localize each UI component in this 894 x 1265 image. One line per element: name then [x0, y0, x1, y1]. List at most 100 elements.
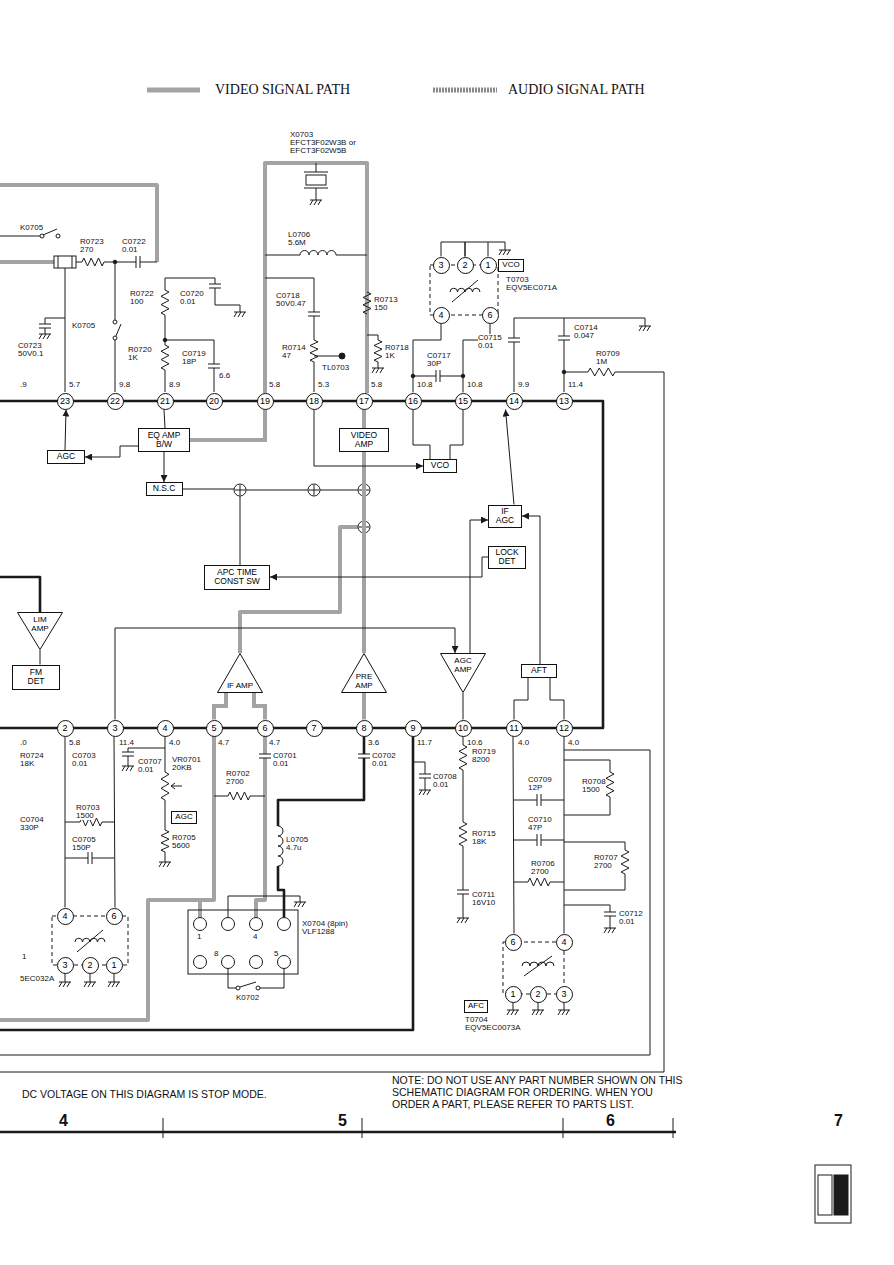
part-label: 2700	[531, 868, 549, 876]
voltage-value: 10.8	[417, 381, 433, 389]
ic-pin: 11	[506, 720, 523, 737]
tuning-arrow	[524, 956, 552, 976]
part-label: C0701	[273, 752, 297, 760]
part-label: 0.01	[138, 766, 154, 774]
adder-symbol	[235, 485, 369, 532]
node-text: 14	[509, 394, 519, 409]
part-label: 30P	[427, 360, 441, 368]
connector	[413, 410, 430, 460]
filter-symbol	[54, 256, 76, 268]
wire	[541, 800, 564, 801]
connector	[514, 678, 528, 720]
node-text: 6	[111, 909, 116, 924]
ground-symbol	[122, 766, 134, 771]
switch-contact	[56, 234, 60, 238]
capacitor-symbol	[419, 774, 431, 778]
part-label: 330P	[20, 824, 39, 832]
wire	[564, 797, 610, 815]
node-text: 9	[410, 721, 415, 736]
part-label: R0708	[582, 778, 606, 786]
ic-pin: 23	[57, 393, 74, 410]
resistor-symbol	[310, 340, 318, 362]
node-text: 3	[438, 258, 443, 273]
crystal-symbol	[304, 172, 328, 188]
node-text: N.S.C	[153, 484, 176, 493]
wire	[514, 342, 515, 392]
wire	[463, 736, 464, 745]
voltage-value: 4.0	[518, 739, 529, 747]
node-text: PRE AMP	[349, 672, 379, 690]
part-label: C0704	[20, 816, 44, 824]
wire	[65, 822, 80, 823]
wire	[104, 262, 136, 263]
legend-text: VIDEO SIGNAL PATH	[215, 82, 350, 97]
resistor-symbol	[363, 292, 371, 314]
part-label: VLF1288	[302, 928, 334, 936]
coil-pin: 6	[106, 908, 123, 925]
part-label: 100	[130, 298, 143, 306]
ground-symbol	[59, 982, 71, 987]
wire	[316, 188, 317, 200]
part-label: C0718	[276, 292, 300, 300]
crystal-symbol	[306, 175, 326, 185]
coil-symbol	[300, 251, 336, 256]
coil-symbol	[278, 826, 283, 866]
node-text: AGC AMP	[448, 656, 478, 674]
page-mark	[815, 1165, 851, 1223]
connector	[450, 410, 463, 460]
voltage-value: 11.4	[119, 739, 134, 747]
node-text: 3	[112, 721, 117, 736]
tuning-arrow	[452, 280, 478, 302]
part-label: R0707	[594, 854, 618, 862]
resistor-symbol	[588, 368, 615, 376]
node-text: 7	[311, 721, 316, 736]
part-label: 0.047	[574, 332, 594, 340]
part-label: K0705	[72, 322, 95, 330]
voltage-value: 9.8	[119, 381, 130, 389]
capacitor-symbol	[558, 336, 570, 340]
ground-symbol	[499, 250, 511, 255]
voltage-value: 3.6	[368, 739, 379, 747]
node-text: 2	[87, 958, 92, 973]
switch-contact	[113, 336, 117, 340]
wire	[514, 840, 537, 841]
part-label: EFCT3F02W3B or	[290, 139, 356, 147]
part-label: R0720	[128, 346, 152, 354]
ic-pin: 14	[506, 393, 523, 410]
voltage-value: 10.8	[467, 381, 483, 389]
connector	[190, 410, 265, 441]
wire	[463, 894, 464, 918]
part-label: 50V0.1	[18, 350, 43, 358]
ic-pin: 8	[356, 720, 373, 737]
node-text: 13	[559, 394, 569, 409]
node-text: APC TIME CONST SW	[212, 568, 262, 587]
wire	[246, 490, 308, 491]
wire	[0, 372, 664, 1072]
node-text: LIM AMP	[25, 615, 55, 633]
grid-tick	[163, 1118, 673, 1138]
ic-pin: 9	[405, 720, 422, 737]
node-text: 10	[458, 721, 468, 736]
ground-symbol	[419, 790, 431, 795]
part-label: 5.6M	[288, 239, 306, 247]
connector	[65, 410, 66, 451]
part-label: C0720	[180, 290, 204, 298]
node-text: VCO	[431, 461, 449, 470]
voltage-value: 11.7	[417, 739, 432, 747]
node-text: 1	[510, 987, 515, 1002]
junction-dot	[163, 338, 167, 342]
node-text: 20	[209, 394, 219, 409]
wire	[336, 255, 367, 256]
ground-symbol	[532, 1010, 544, 1015]
amplifier-triangle: IF AMP	[217, 653, 263, 693]
connector	[470, 520, 488, 653]
connector-pin	[222, 956, 235, 969]
connector-pin	[250, 918, 263, 931]
ic-pin: 19	[257, 393, 274, 410]
grid-number: 7	[834, 1113, 843, 1129]
part-label: X0703	[290, 131, 313, 139]
node-text: 21	[160, 394, 170, 409]
resistor-symbol	[228, 792, 250, 800]
ground-symbol	[84, 982, 96, 987]
wire	[65, 268, 66, 392]
